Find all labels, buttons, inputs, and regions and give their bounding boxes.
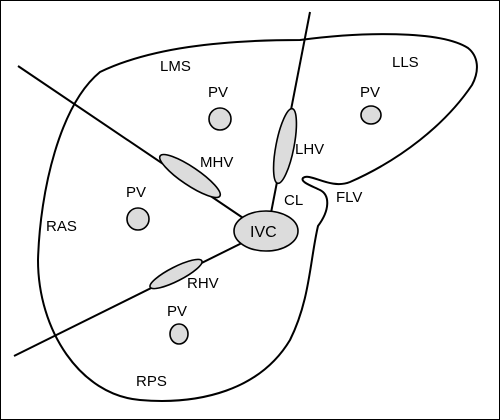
label-rhv: RHV <box>187 275 219 292</box>
pv-circle-lls <box>360 105 382 125</box>
mhv-vein <box>158 153 222 199</box>
label-pv-lms: PV <box>208 84 228 101</box>
liver-outline <box>36 33 478 402</box>
pv-circle-rps <box>169 323 189 345</box>
label-pv-rps: PV <box>167 303 187 320</box>
label-mhv: MHV <box>200 154 233 171</box>
label-ras: RAS <box>46 218 77 235</box>
label-ivc: IVC <box>250 224 277 241</box>
rhv-vein <box>149 258 203 290</box>
label-cl: CL <box>284 192 303 209</box>
rhv-line <box>13 237 253 357</box>
label-flv: FLV <box>336 189 362 206</box>
pv-circle-lms <box>208 107 232 131</box>
label-pv-ras: PV <box>126 184 146 201</box>
label-lhv: LHV <box>295 141 324 158</box>
pv-circle-ras <box>126 207 150 231</box>
label-lls: LLS <box>392 54 419 71</box>
lhv-vein <box>272 107 298 185</box>
label-rps: RPS <box>136 373 167 390</box>
label-lms: LMS <box>160 58 191 75</box>
label-pv-lls: PV <box>360 84 380 101</box>
ivc-vessel <box>233 210 299 252</box>
